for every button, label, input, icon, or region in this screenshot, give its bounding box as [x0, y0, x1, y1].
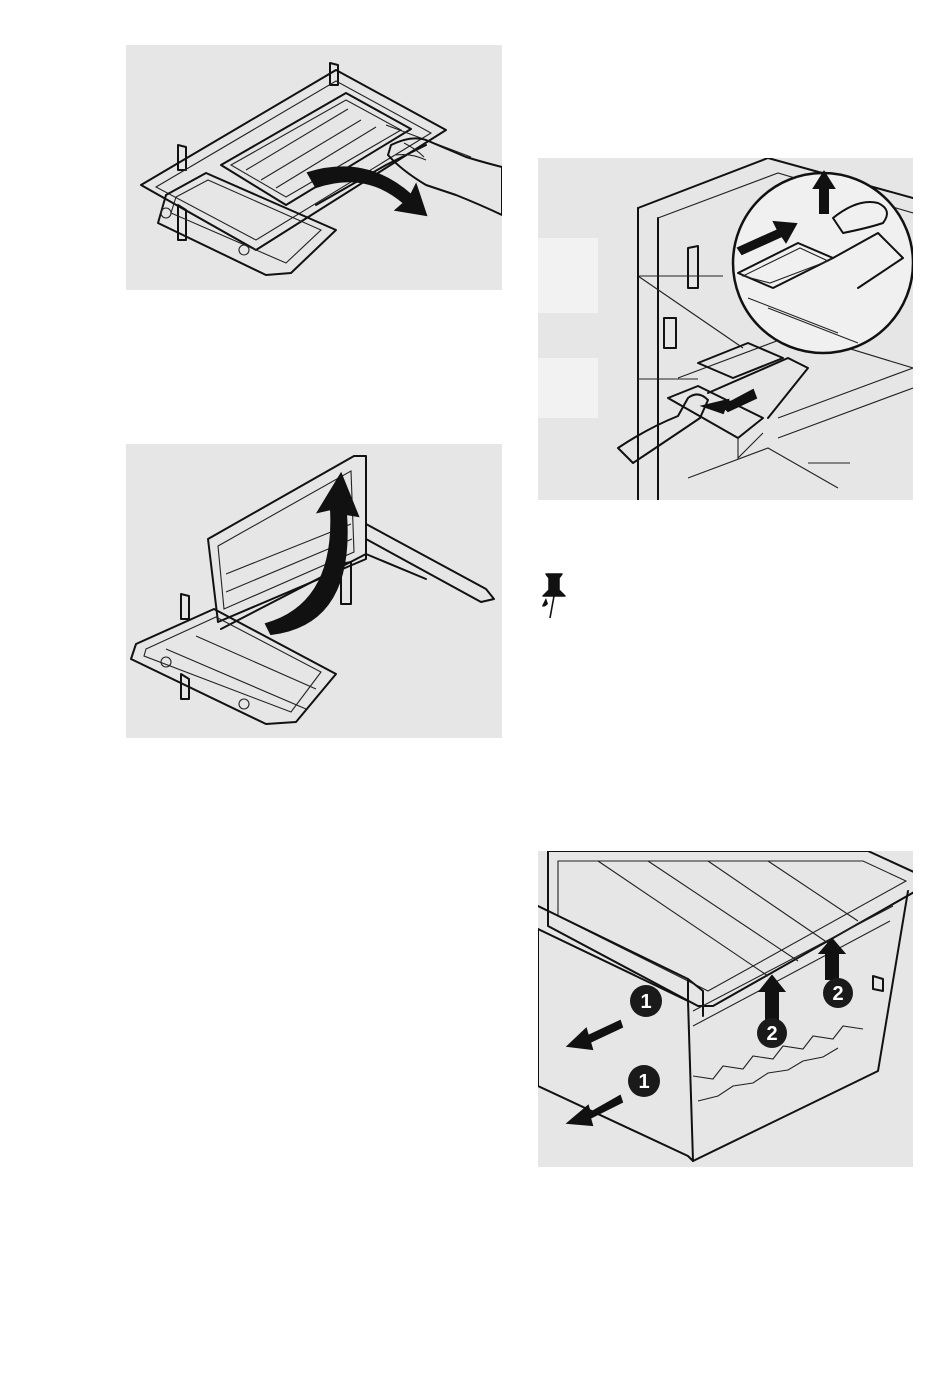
svg-text:1: 1: [638, 1071, 649, 1093]
step-badge-one-top: 1: [630, 985, 662, 1017]
svg-text:1: 1: [640, 991, 651, 1013]
crisper-drawer-removal-illustration: 1 1 2 2: [538, 851, 913, 1167]
svg-text:2: 2: [832, 983, 843, 1005]
figure-drawer-removal: [538, 158, 913, 500]
figure-shelf-slide-in: [126, 45, 502, 290]
shelf-fold-up-illustration: [126, 444, 502, 738]
figure-crisper-removal: 1 1 2 2: [538, 851, 913, 1167]
figure-shelf-fold-up: [126, 444, 502, 738]
step-badge-one-bottom: 1: [628, 1065, 660, 1097]
step-badge-two-left: 2: [757, 1018, 787, 1048]
shelf-slide-in-illustration: [126, 45, 502, 290]
pushpin-icon: [532, 570, 572, 622]
step-badge-two-right: 2: [823, 978, 853, 1008]
svg-text:2: 2: [766, 1023, 777, 1045]
refrigerator-drawer-removal-illustration: [538, 158, 913, 500]
